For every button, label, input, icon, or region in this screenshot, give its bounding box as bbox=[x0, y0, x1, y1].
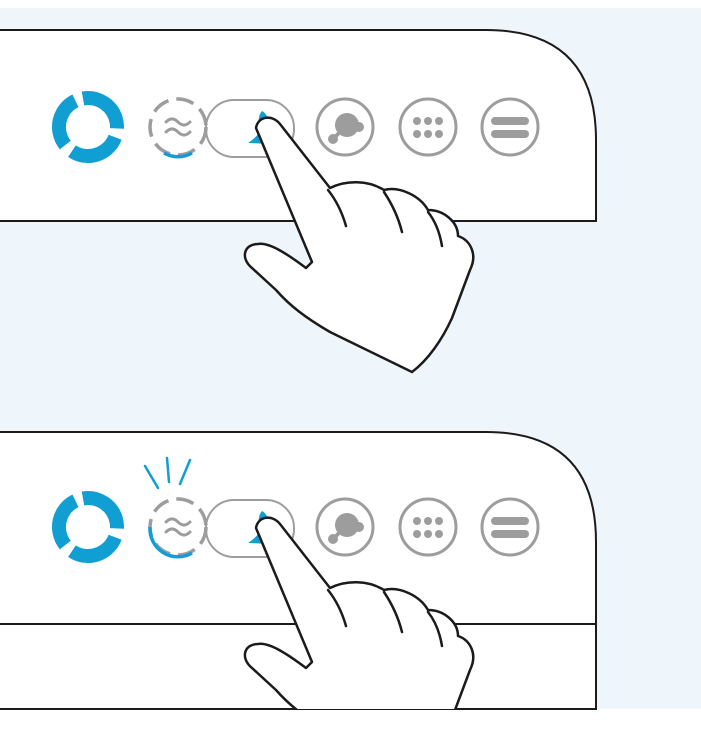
scene-before-tap bbox=[0, 8, 701, 399]
scene-after-tap bbox=[0, 399, 701, 737]
